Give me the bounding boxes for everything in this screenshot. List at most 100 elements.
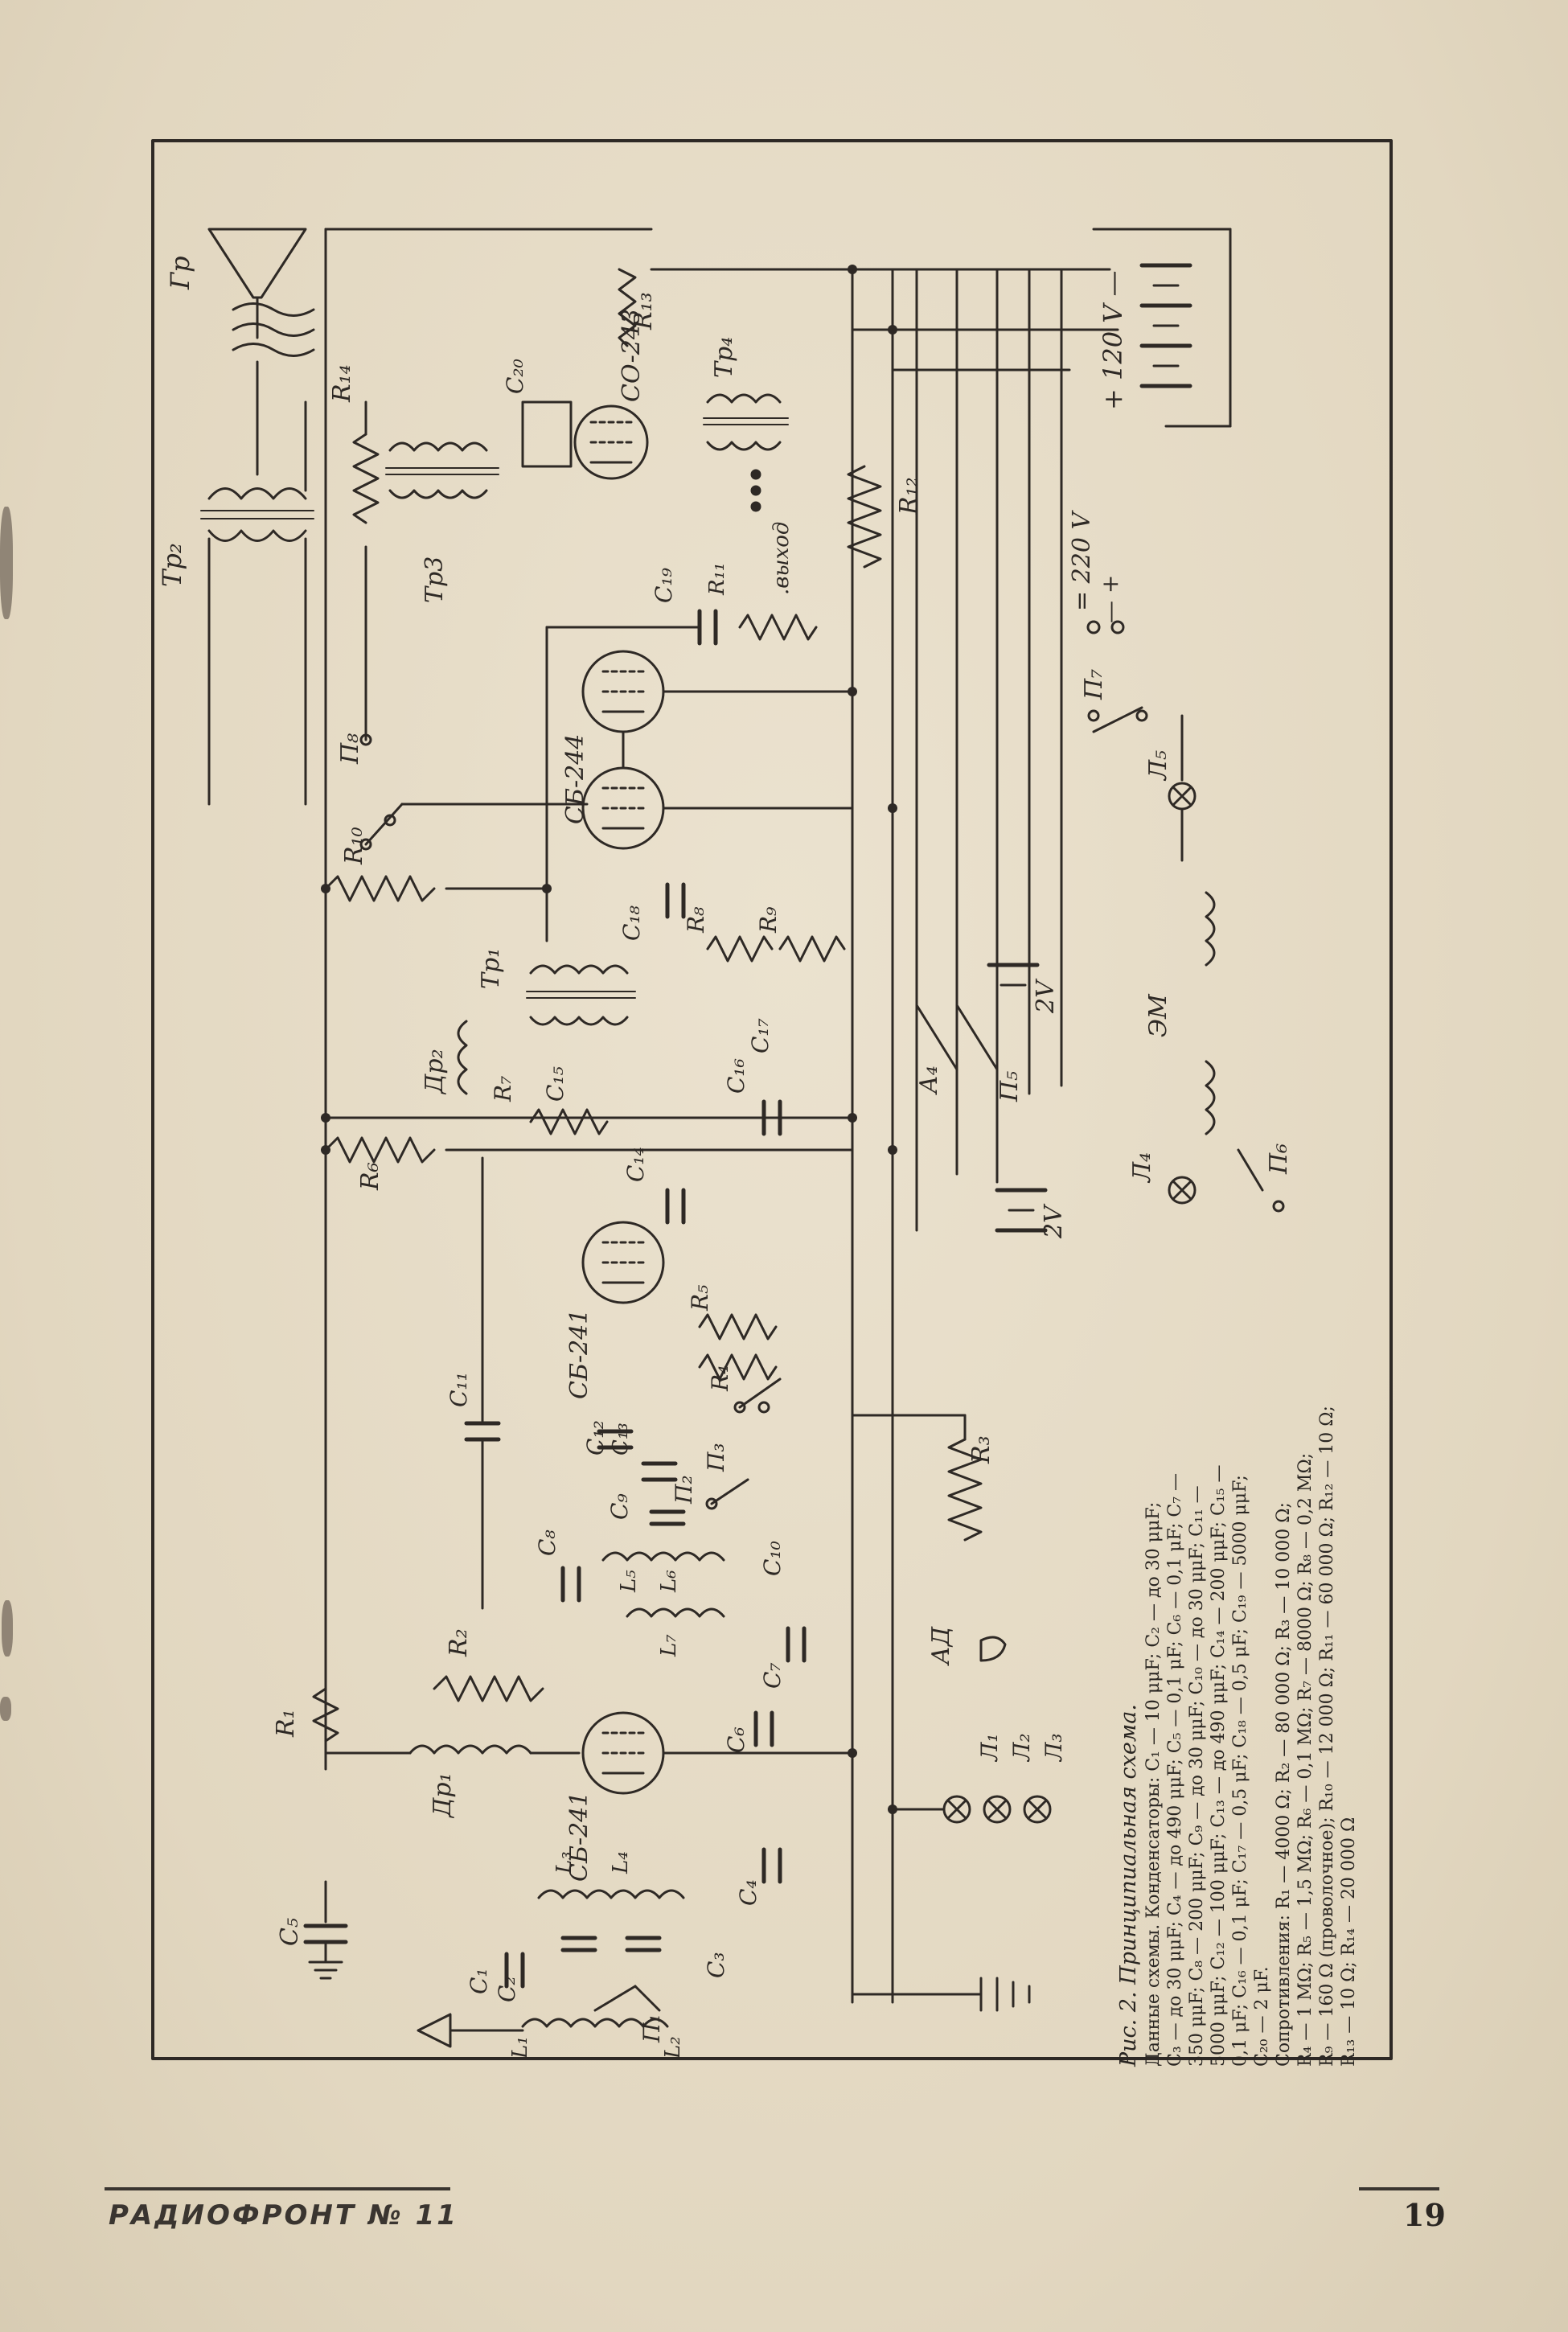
electromagnet-em bbox=[1205, 891, 1216, 1135]
label-tr4: Тр₄ bbox=[710, 337, 738, 378]
antenna-symbol bbox=[417, 2013, 452, 2048]
label-r3: R₃ bbox=[967, 1435, 995, 1464]
label-p6: П₆ bbox=[1265, 1143, 1293, 1175]
resistor-r6 bbox=[324, 1136, 436, 1164]
label-c8: C₈ bbox=[534, 1529, 560, 1556]
label-2v-a: 2V bbox=[1032, 978, 1060, 1014]
coil-l7 bbox=[626, 1607, 725, 1618]
label-l4-coil: L₄ bbox=[609, 1851, 633, 1874]
label-em: ЭМ bbox=[1144, 993, 1172, 1037]
caption-line: Сопротивления: R₁ — 4000 Ω; R₂ — 80 000 … bbox=[1274, 1502, 1294, 2067]
label-a4: А₄ bbox=[915, 1065, 943, 1095]
choke-dr1 bbox=[408, 1744, 532, 1755]
caption-title: Рис. 2. Принципиальная схема. bbox=[1116, 1704, 1141, 2067]
label-c2: C₂ bbox=[494, 1976, 520, 2002]
lamp-l4 bbox=[1168, 1176, 1197, 1205]
caption-line: R₄ — 1 MΩ; R₅ — 1,5 MΩ; R₆ — 0,1 MΩ; R₇ … bbox=[1295, 1452, 1316, 2067]
resistor-r10 bbox=[324, 875, 436, 902]
label-tube-cb244: CБ-244 bbox=[561, 734, 589, 824]
label-r4: R₄ bbox=[707, 1365, 733, 1392]
transformer-tr3 bbox=[385, 441, 499, 499]
label-tr1: Тр₁ bbox=[477, 948, 505, 989]
caption-line: R₉ — 160 Ω (проволочное); R₁₀ — 12 000 Ω… bbox=[1317, 1406, 1337, 2067]
capacitor-c20 bbox=[521, 400, 573, 468]
label-l7-coil: L₇ bbox=[657, 1634, 681, 1657]
label-l6-coil: L₆ bbox=[657, 1570, 681, 1593]
label-r1: R₁ bbox=[272, 1709, 300, 1738]
label-p2: П₂ bbox=[671, 1475, 697, 1505]
transformer-tr2 bbox=[200, 400, 314, 806]
label-c6: C₆ bbox=[723, 1726, 749, 1753]
caption-line: 0,1 μF; C₁₆ — 0,1 μF; C₁₇ — 0,5 μF; C₁₈ … bbox=[1230, 1475, 1250, 2067]
label-l5-coil: L₅ bbox=[617, 1570, 641, 1593]
label-tr3: Тр3 bbox=[421, 556, 449, 603]
resistor-r5 bbox=[698, 1313, 778, 1340]
label-c15: C₁₅ bbox=[542, 1066, 569, 1102]
label-220v-polarity: — + bbox=[1097, 575, 1123, 623]
coil-l5-l6 bbox=[601, 1551, 725, 1562]
label-c20: C₂₀ bbox=[502, 359, 528, 394]
schematic-diagram: Гр Тр₂ R₁₄ Тр3 C₂₀ bbox=[151, 139, 1393, 2060]
lamp-l3 bbox=[1023, 1795, 1052, 1824]
label-vykhod: .выход bbox=[770, 522, 794, 595]
label-l1: Л₁ bbox=[976, 1733, 1003, 1763]
transformer-tr1 bbox=[526, 964, 636, 1026]
label-ad: АД bbox=[927, 1626, 955, 1666]
caption-line: Данные схемы. Конденсаторы: C₁ — 10 μμF;… bbox=[1143, 1501, 1164, 2067]
label-c7: C₇ bbox=[759, 1662, 786, 1689]
label-l1-coil: L₁ bbox=[508, 2036, 532, 2059]
label-c10: C₁₀ bbox=[759, 1541, 786, 1576]
label-c1: C₁ bbox=[466, 1968, 492, 1994]
coil-l3 bbox=[537, 1889, 685, 1899]
label-c18: C₁₈ bbox=[618, 905, 645, 941]
footer-rule bbox=[105, 2187, 450, 2190]
resistor-r12 bbox=[847, 465, 882, 569]
resistor-r4 bbox=[698, 1353, 778, 1381]
ground-symbol bbox=[979, 1977, 1031, 2012]
label-c12: C₁₂ bbox=[582, 1420, 609, 1455]
label-tr2: Тр₂ bbox=[157, 543, 187, 587]
caption-line: C₂₀ — 2 μF. bbox=[1252, 1966, 1272, 2067]
magazine-title: РАДИОФРОНТ № 11 bbox=[109, 2199, 458, 2231]
label-l3-coil: L₃ bbox=[552, 1851, 577, 1874]
resistor-r13 bbox=[618, 268, 637, 347]
caption-line: 5000 μμF; C₁₂ — 100 μμF; C₁₃ — до 490 μμ… bbox=[1209, 1464, 1229, 2067]
label-gr: Гр bbox=[165, 256, 195, 290]
label-tube-cb241-b: CБ-241 bbox=[565, 1792, 593, 1882]
label-l2-coil: L₂ bbox=[661, 2036, 685, 2059]
label-r10: R₁₀ bbox=[340, 827, 368, 865]
resistor-r9 bbox=[778, 935, 846, 963]
page-number: 19 bbox=[1403, 2197, 1446, 2233]
caption-line: 350 μμF; C₈ — 200 μμF; C₉ — до 30 μμF; C… bbox=[1187, 1485, 1207, 2067]
label-dr1: Др₁ bbox=[429, 1772, 457, 1819]
label-r7: R₇ bbox=[490, 1076, 516, 1102]
label-p5: П₅ bbox=[995, 1071, 1024, 1102]
battery-2v-b bbox=[995, 1188, 1048, 1233]
schematic-frame bbox=[151, 139, 1393, 2060]
label-p7: П₇ bbox=[1080, 669, 1108, 700]
resistor-r3 bbox=[947, 1438, 983, 1542]
pickup-ad bbox=[979, 1636, 1007, 1662]
label-c17: C₁₇ bbox=[747, 1018, 774, 1053]
page-smudge bbox=[0, 507, 13, 619]
footer-rule bbox=[1359, 2187, 1439, 2190]
resistor-r8 bbox=[706, 935, 774, 963]
label-p8: П₈ bbox=[336, 733, 364, 765]
figure-caption: Рис. 2. Принципиальная схема. Данные схе… bbox=[1116, 1295, 1360, 2067]
label-c11: C₁₁ bbox=[445, 1372, 472, 1407]
coil-l1-l2 bbox=[521, 2018, 669, 2028]
label-c4: C₄ bbox=[735, 1879, 761, 1906]
resistor-r11 bbox=[738, 614, 818, 641]
label-r8: R₈ bbox=[683, 906, 709, 934]
label-2v-b: 2V bbox=[1040, 1203, 1068, 1239]
battery-2v-a bbox=[987, 963, 1040, 987]
lamp-l2 bbox=[983, 1795, 1012, 1824]
junction-dots bbox=[321, 265, 897, 1814]
label-c13: C₁₃ bbox=[609, 1423, 633, 1455]
label-l3: Л₃ bbox=[1041, 1733, 1067, 1763]
label-c9: C₉ bbox=[606, 1493, 633, 1520]
label-p3: П₃ bbox=[703, 1443, 729, 1472]
label-r14: R₁₄ bbox=[328, 364, 356, 403]
label-tube-cb241-a: CБ-241 bbox=[565, 1309, 593, 1399]
